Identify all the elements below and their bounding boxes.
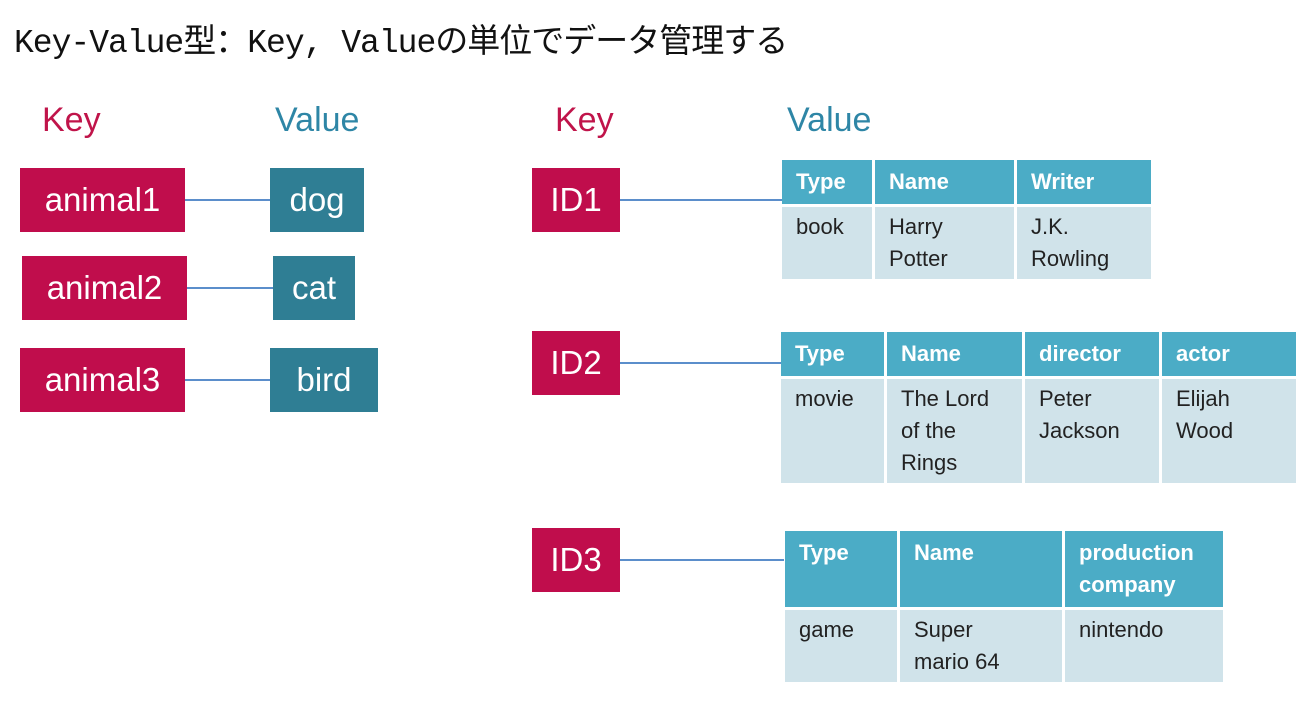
key-box-id3: ID3 bbox=[532, 528, 620, 592]
value-table-id2: Type Name director actor movie The Lord … bbox=[778, 329, 1299, 486]
connector-line bbox=[620, 559, 784, 561]
table-header-cell: actor bbox=[1162, 332, 1296, 376]
table-cell: The Lord of the Rings bbox=[887, 379, 1022, 483]
table-cell: game bbox=[785, 610, 897, 682]
table-header-row: Type Name director actor bbox=[781, 332, 1296, 376]
table-header-cell: Name bbox=[900, 531, 1062, 607]
table-header-row: Type Name production company bbox=[785, 531, 1223, 607]
connector-line bbox=[185, 379, 270, 381]
value-box-cat: cat bbox=[273, 256, 355, 320]
table-row: game Super mario 64 nintendo bbox=[785, 610, 1223, 682]
connector-line bbox=[620, 362, 782, 364]
table-cell: nintendo bbox=[1065, 610, 1223, 682]
table-header-cell: Name bbox=[887, 332, 1022, 376]
table-cell: Elijah Wood bbox=[1162, 379, 1296, 483]
table-cell: book bbox=[782, 207, 872, 279]
table-cell: movie bbox=[781, 379, 884, 483]
right-key-header: Key bbox=[555, 101, 614, 139]
table-header-cell: Type bbox=[785, 531, 897, 607]
key-box-id2: ID2 bbox=[532, 331, 620, 395]
table-cell: Peter Jackson bbox=[1025, 379, 1159, 483]
value-box-dog: dog bbox=[270, 168, 364, 232]
table-row: book Harry Potter J.K. Rowling bbox=[782, 207, 1151, 279]
connector-line bbox=[620, 199, 782, 201]
key-box-id1: ID1 bbox=[532, 168, 620, 232]
right-value-header: Value bbox=[787, 101, 872, 139]
table-header-row: Type Name Writer bbox=[782, 160, 1151, 204]
diagram-title: Key-Value型：Key, Valueの単位でデータ管理する bbox=[14, 25, 788, 62]
table-cell: J.K. Rowling bbox=[1017, 207, 1151, 279]
table-cell: Harry Potter bbox=[875, 207, 1014, 279]
value-box-bird: bird bbox=[270, 348, 378, 412]
left-key-header: Key bbox=[42, 101, 101, 139]
left-value-header: Value bbox=[275, 101, 360, 139]
table-header-cell: Writer bbox=[1017, 160, 1151, 204]
table-row: movie The Lord of the Rings Peter Jackso… bbox=[781, 379, 1296, 483]
connector-line bbox=[187, 287, 273, 289]
key-box-animal3: animal3 bbox=[20, 348, 185, 412]
table-header-cell: director bbox=[1025, 332, 1159, 376]
key-box-animal2: animal2 bbox=[22, 256, 187, 320]
value-table-id1: Type Name Writer book Harry Potter J.K. … bbox=[779, 157, 1154, 282]
table-cell: Super mario 64 bbox=[900, 610, 1062, 682]
connector-line bbox=[185, 199, 270, 201]
key-box-animal1: animal1 bbox=[20, 168, 185, 232]
table-header-cell: Type bbox=[781, 332, 884, 376]
table-header-cell: Name bbox=[875, 160, 1014, 204]
table-header-cell: production company bbox=[1065, 531, 1223, 607]
table-header-cell: Type bbox=[782, 160, 872, 204]
value-table-id3: Type Name production company game Super … bbox=[782, 528, 1226, 685]
